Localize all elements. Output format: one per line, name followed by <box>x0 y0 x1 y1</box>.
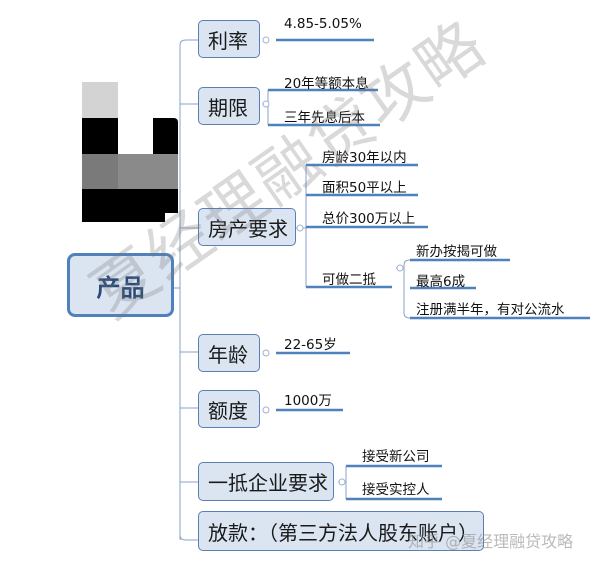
leaf-amount[interactable]: 1000万 <box>284 393 332 409</box>
branch-age[interactable]: 年龄 <box>198 334 260 372</box>
branch-first-lien-company[interactable]: 一抵企业要求 <box>198 462 334 501</box>
leaf-second-lien-3[interactable]: 注册满半年，有对公流水 <box>416 302 565 318</box>
branch-amount[interactable]: 额度 <box>198 390 260 428</box>
root-node[interactable]: 产品 <box>67 253 174 317</box>
leaf-term-1[interactable]: 20年等额本息 <box>284 76 369 92</box>
root-label: 产品 <box>96 273 145 302</box>
leaf-age[interactable]: 22-65岁 <box>284 337 337 353</box>
leaf-company-1[interactable]: 接受新公司 <box>362 449 430 465</box>
leaf-second-lien-1[interactable]: 新办按揭可做 <box>416 244 497 260</box>
credit-watermark: 知乎 @夏经理融贷攻略 <box>408 532 574 551</box>
leaf-property-area[interactable]: 面积50平以上 <box>322 180 407 196</box>
branch-term[interactable]: 期限 <box>198 87 260 125</box>
branch-disbursement[interactable]: 放款：（第三方法人股东账户） <box>198 511 484 551</box>
branch-interest-rate[interactable]: 利率 <box>198 20 260 58</box>
redacted-image-block <box>82 82 178 222</box>
leaf-second-lien[interactable]: 可做二抵 <box>322 272 376 288</box>
leaf-property-price[interactable]: 总价300万以上 <box>322 211 416 227</box>
leaf-company-2[interactable]: 接受实控人 <box>362 482 430 498</box>
branch-property-requirements[interactable]: 房产要求 <box>198 208 296 246</box>
leaf-second-lien-2[interactable]: 最高6成 <box>416 274 466 290</box>
leaf-term-2[interactable]: 三年先息后本 <box>284 110 365 126</box>
leaf-property-age[interactable]: 房龄30年以内 <box>322 150 407 166</box>
leaf-rate[interactable]: 4.85-5.05% <box>284 16 362 32</box>
